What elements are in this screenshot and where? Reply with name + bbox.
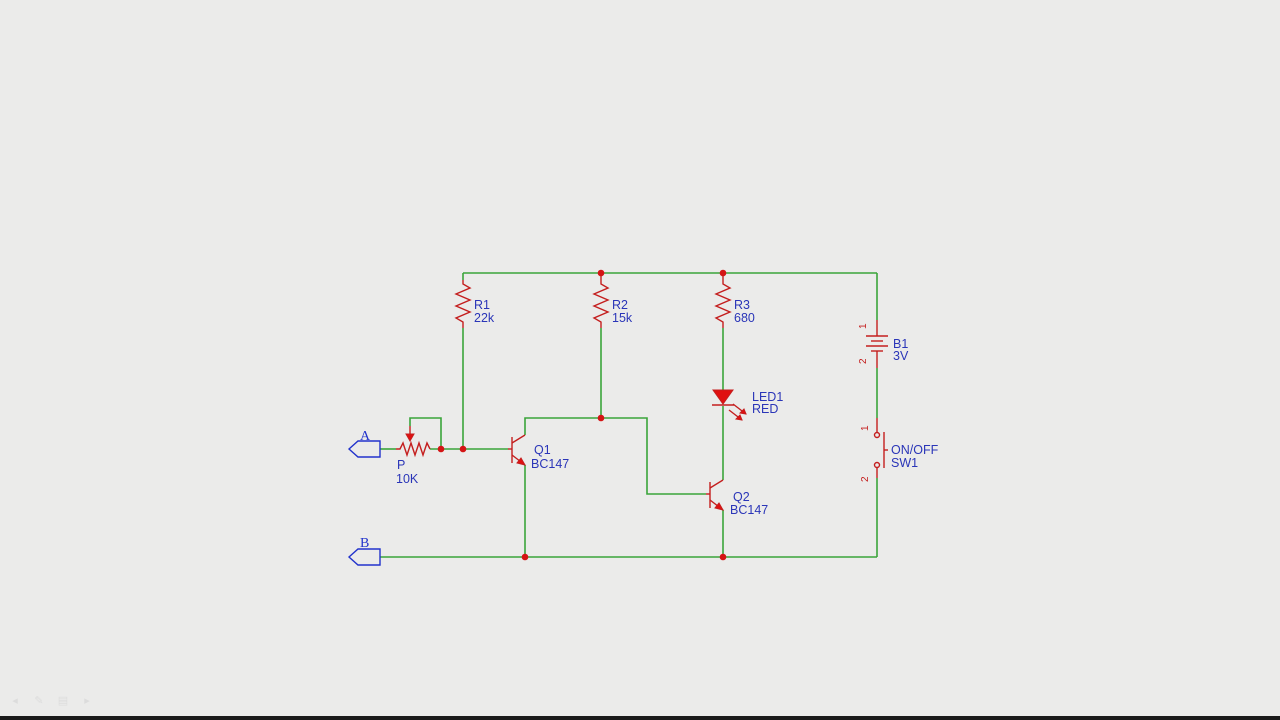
bottom-bar: [0, 716, 1280, 720]
resistor-r3[interactable]: R3 680: [714, 276, 755, 328]
led-led1[interactable]: LED1 RED: [712, 389, 783, 421]
switch-sw1[interactable]: 1 2 ON/OFF SW1: [860, 418, 939, 482]
q2-value-label: BC147: [730, 503, 768, 517]
port-b[interactable]: B: [347, 536, 381, 566]
prev-icon[interactable]: ◂: [12, 694, 18, 707]
pot-wiper-wire: [409, 417, 442, 449]
player-controls: ◂ ✎ ▤ ▸: [8, 692, 94, 710]
junction-node: [719, 269, 727, 277]
transistor-q2[interactable]: Q2 BC147: [706, 479, 768, 517]
b1-pin1-label: 1: [858, 323, 869, 329]
resistor-r2[interactable]: R2 15k: [592, 276, 633, 328]
resistor-icon: [454, 280, 472, 328]
wires: [380, 272, 878, 558]
led-arrow-head-icon: [738, 408, 747, 415]
q1-value-label: BC147: [531, 457, 569, 471]
potentiometer-p[interactable]: P 10K: [396, 426, 431, 486]
resistor-r1[interactable]: R1 22k: [454, 280, 495, 328]
sw1-value-label: SW1: [891, 456, 918, 470]
q1-collector-icon: [511, 434, 526, 444]
r1-ref-label: R1: [474, 298, 490, 312]
switch-contact-icon: [873, 431, 881, 439]
b1-ref-label: B1: [893, 337, 908, 351]
junction-nodes: [437, 269, 727, 561]
resistor-icon: [714, 276, 732, 328]
sw1-ref-label: ON/OFF: [891, 443, 939, 457]
sw1-pin1-label: 1: [860, 425, 871, 431]
q2-ref-label: Q2: [733, 490, 750, 504]
r2-ref-label: R2: [612, 298, 628, 312]
junction-node: [437, 445, 445, 453]
junction-node: [521, 553, 529, 561]
q1-emitter-arrow-icon: [516, 457, 527, 466]
q2-collector-icon: [709, 479, 724, 489]
transistor-q1[interactable]: Q1 BC147: [508, 434, 569, 471]
port-connector-icon: [347, 548, 381, 566]
led1-ref-label: LED1: [752, 390, 783, 404]
r3-value-label: 680: [734, 311, 755, 325]
battery-b1[interactable]: 1 2 B1 3V: [858, 320, 909, 368]
junction-node: [719, 553, 727, 561]
b1-value-label: 3V: [893, 349, 909, 363]
r3-ref-label: R3: [734, 298, 750, 312]
port-a-label: A: [360, 429, 371, 444]
b1-pin2-label: 2: [858, 358, 869, 364]
led-arrow-head-icon: [734, 414, 743, 421]
port-connector-icon: [347, 440, 381, 458]
potentiometer-wiper-arrow-icon: [405, 433, 415, 443]
q1-ref-label: Q1: [534, 443, 551, 457]
junction-node: [597, 414, 605, 422]
q2-emitter-arrow-icon: [714, 502, 725, 511]
junction-node: [459, 445, 467, 453]
resistor-icon: [592, 276, 610, 328]
r2-value-label: 15k: [612, 311, 633, 325]
led1-value-label: RED: [752, 402, 778, 416]
next-icon[interactable]: ▸: [84, 694, 90, 707]
potentiometer-icon: [396, 440, 431, 458]
junction-node: [597, 269, 605, 277]
r1-value-label: 22k: [474, 311, 495, 325]
sw1-pin2-label: 2: [860, 476, 871, 482]
port-b-label: B: [360, 536, 369, 551]
edit-icon[interactable]: ✎: [34, 694, 44, 707]
menu-icon[interactable]: ▤: [57, 694, 69, 707]
pot-ref-label: P: [397, 458, 405, 472]
port-a[interactable]: A: [347, 429, 381, 458]
q1-collector-wire: [524, 417, 706, 495]
switch-contact-icon: [873, 461, 881, 469]
pot-value-label: 10K: [396, 472, 419, 486]
led-triangle-icon: [712, 389, 734, 405]
